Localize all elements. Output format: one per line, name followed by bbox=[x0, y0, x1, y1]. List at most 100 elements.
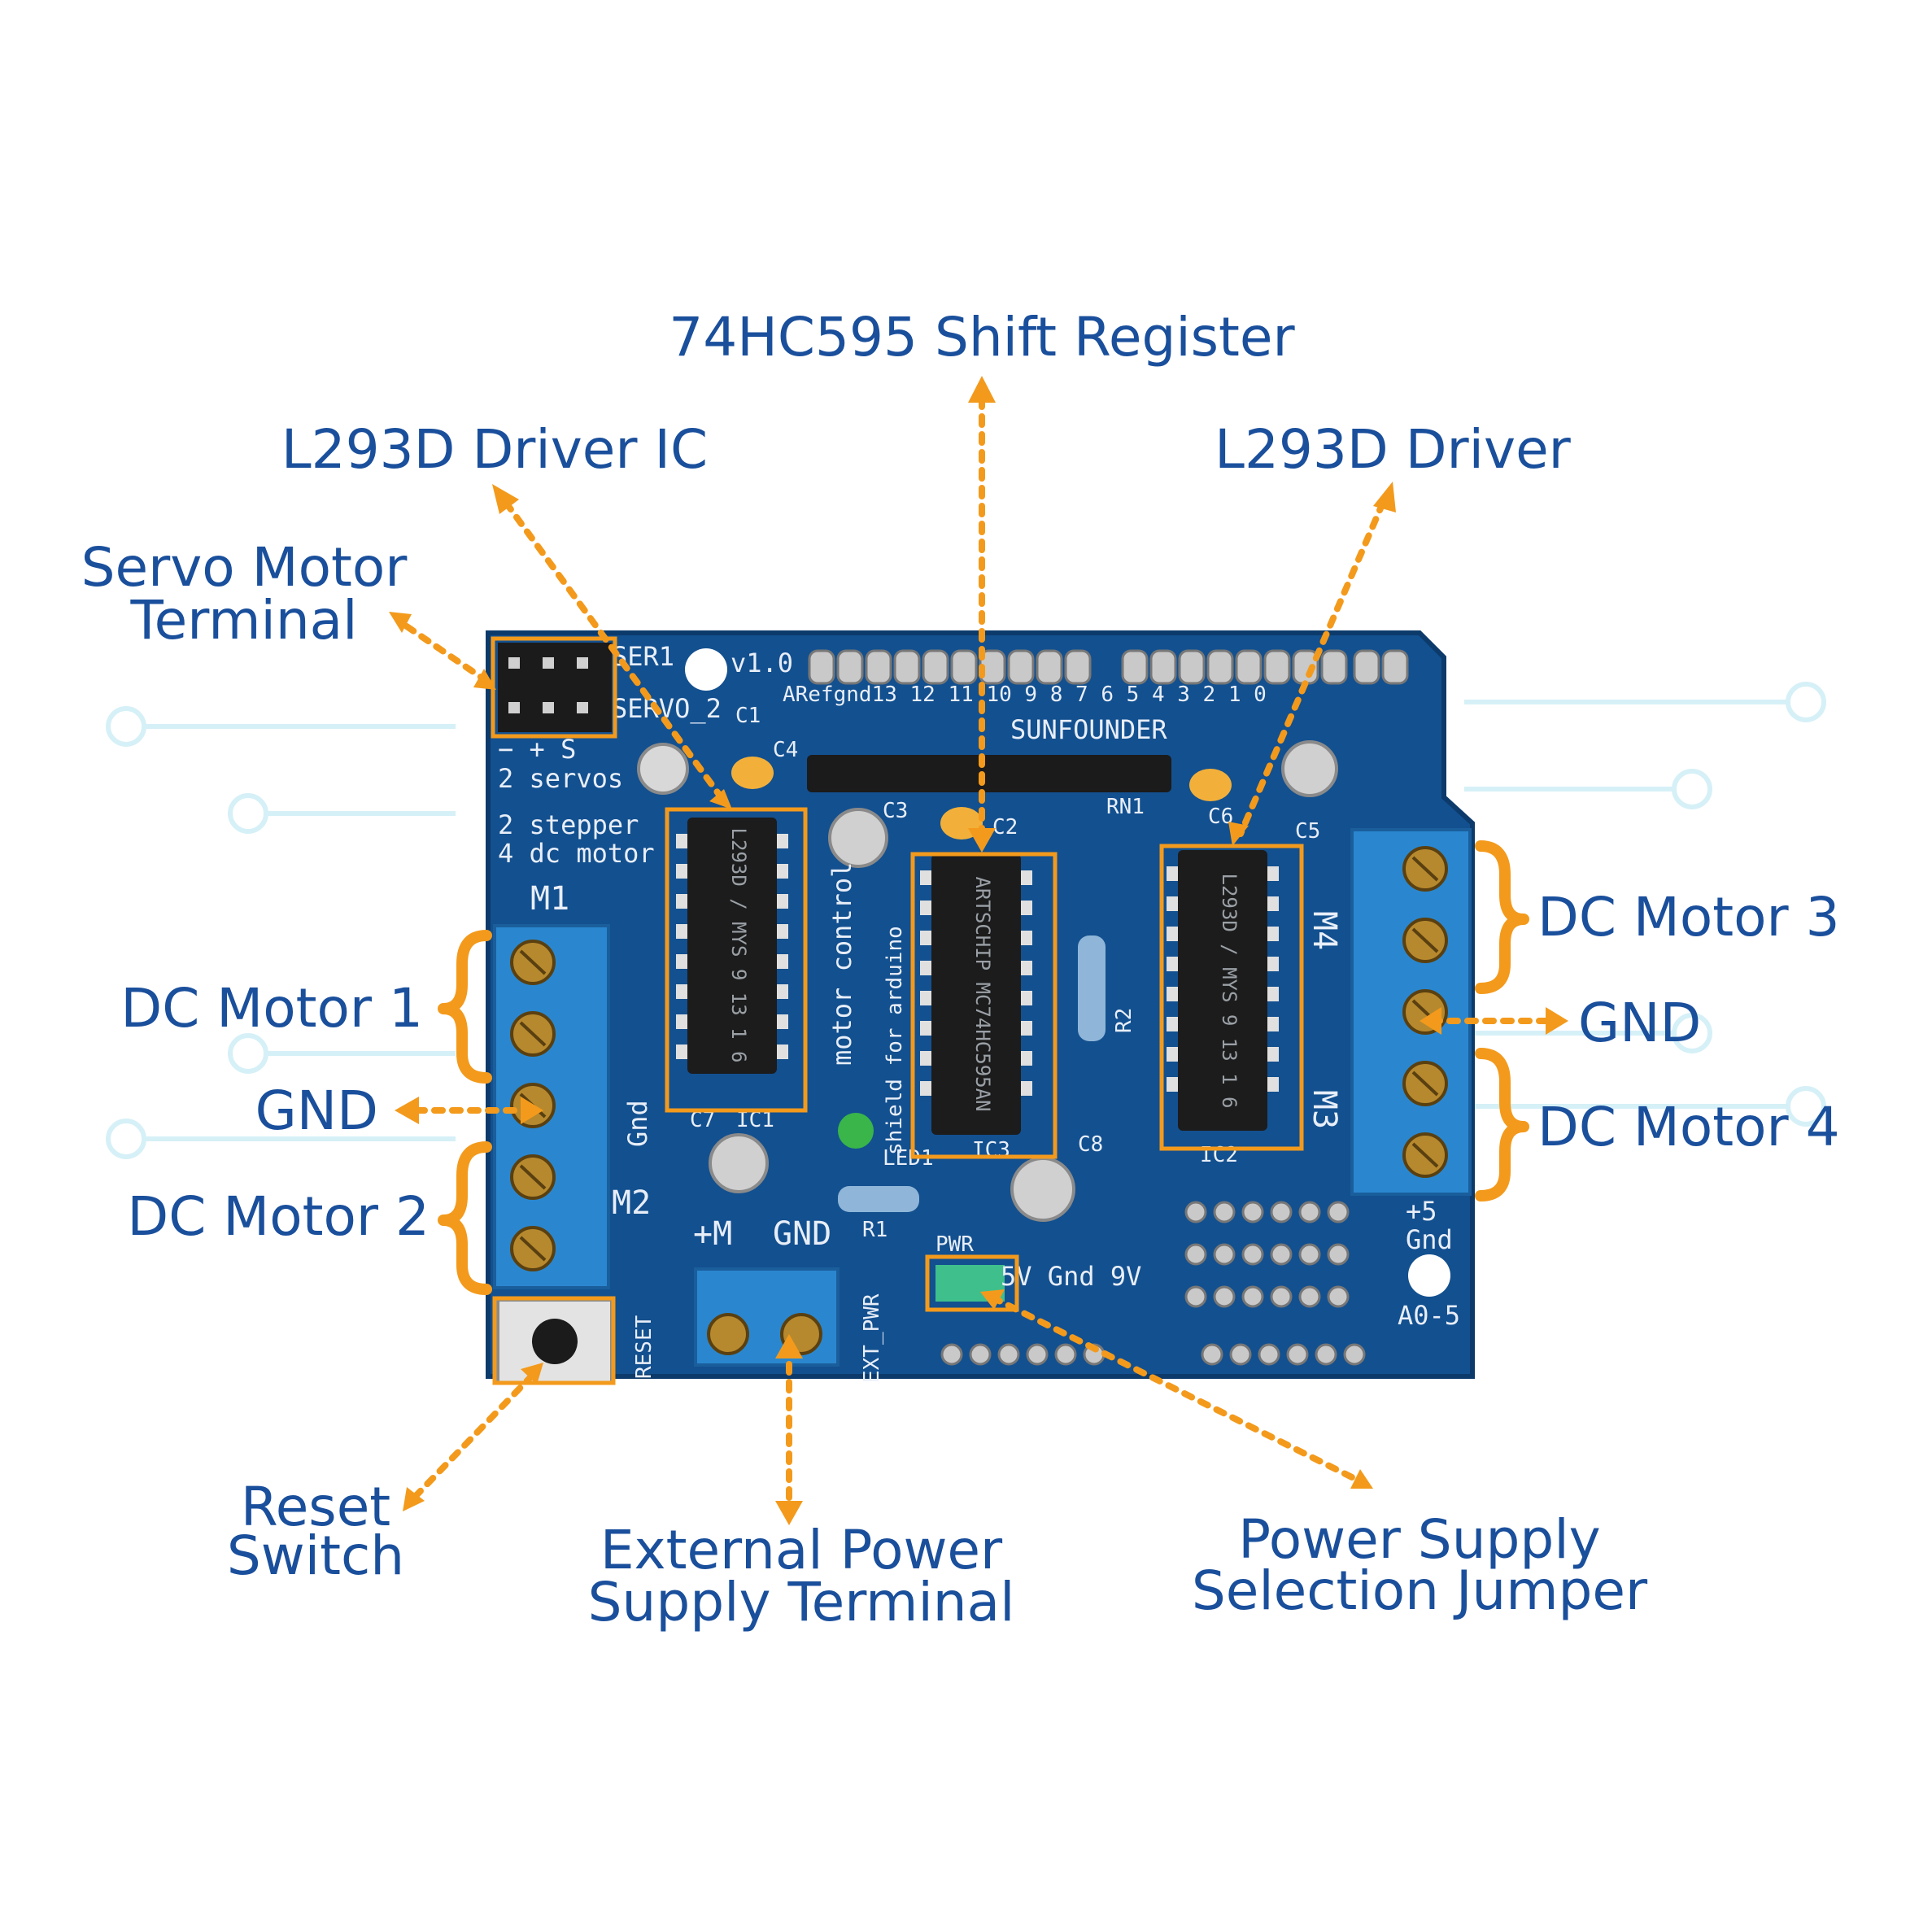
header-hole bbox=[1026, 1343, 1049, 1366]
arrow-driver-right bbox=[1237, 499, 1386, 837]
screw-slot bbox=[519, 1236, 547, 1262]
mounting-hole bbox=[1408, 1254, 1450, 1297]
header-pad bbox=[836, 649, 864, 685]
c4-label: C4 bbox=[773, 738, 798, 762]
gnd-small-label: Gnd bbox=[1406, 1224, 1453, 1255]
label-dc-motor-2: DC Motor 2 bbox=[127, 1185, 430, 1248]
left-terminal-block bbox=[493, 924, 610, 1289]
chip-pin bbox=[1021, 870, 1032, 885]
label-gnd-right: GND bbox=[1578, 992, 1701, 1054]
servos-label: 2 servos bbox=[498, 763, 623, 794]
screw-slot bbox=[1411, 1142, 1439, 1168]
label-shift-register: 74HC595 Shift Register bbox=[669, 306, 1295, 369]
resistors bbox=[838, 935, 1106, 1212]
chip-mid-74hc595: ARTSCHIP MC74HC595AN bbox=[931, 854, 1021, 1135]
c5-label: C5 bbox=[1295, 819, 1320, 844]
header-hole bbox=[1184, 1201, 1207, 1223]
chip-pin bbox=[1167, 896, 1178, 911]
header-pad bbox=[1121, 649, 1149, 685]
header-hole bbox=[1213, 1243, 1236, 1266]
arrow-jumper bbox=[989, 1294, 1362, 1484]
ext-pwr-label: EXT_PWR bbox=[860, 1293, 884, 1383]
chip-pin bbox=[777, 864, 788, 879]
chip-pin bbox=[920, 901, 931, 915]
servo-pin bbox=[543, 702, 554, 713]
header-hole bbox=[1327, 1201, 1350, 1223]
screw-slot bbox=[519, 1164, 547, 1190]
chip-pins bbox=[676, 834, 1279, 1096]
chip-pin bbox=[1267, 957, 1279, 971]
chip-pin bbox=[676, 954, 687, 969]
header-hole bbox=[1270, 1201, 1293, 1223]
screw-slot bbox=[1411, 1071, 1439, 1097]
jumper-options-label: 5V Gnd 9V bbox=[1001, 1261, 1141, 1292]
chip-pin bbox=[1021, 991, 1032, 1005]
header-pad bbox=[1206, 649, 1234, 685]
header-hole bbox=[1327, 1243, 1350, 1266]
servo-pin bbox=[508, 657, 520, 669]
label-dc-motor-1: DC Motor 1 bbox=[120, 977, 423, 1040]
c3-label: C3 bbox=[883, 799, 908, 823]
c1-label: C1 bbox=[735, 704, 761, 728]
chip-pin bbox=[777, 894, 788, 909]
a0-5-label: A0-5 bbox=[1398, 1300, 1460, 1331]
r2-label: R2 bbox=[1112, 1008, 1136, 1033]
label-jumper-line1: Power Supply bbox=[1238, 1508, 1600, 1571]
header-pad bbox=[1036, 649, 1063, 685]
header-hole bbox=[1201, 1343, 1223, 1366]
header-pad bbox=[1178, 649, 1206, 685]
chip-pin bbox=[1021, 1021, 1032, 1036]
chip-pin bbox=[777, 924, 788, 939]
reset-switch bbox=[496, 1298, 613, 1385]
callout-arrows bbox=[389, 376, 1568, 1525]
header-hole bbox=[997, 1343, 1020, 1366]
label-reset-line1: Reset bbox=[241, 1476, 390, 1538]
dc-motor-3-brace bbox=[1475, 840, 1529, 994]
stepper-label: 2 stepper bbox=[498, 809, 639, 840]
chip-pin bbox=[1167, 866, 1178, 881]
header-hole bbox=[1270, 1243, 1293, 1266]
chip-pin bbox=[777, 954, 788, 969]
chip-pin bbox=[920, 1051, 931, 1066]
chip-pin bbox=[676, 894, 687, 909]
svg-text:ARTSCHIP MC74HC595AN: ARTSCHIP MC74HC595AN bbox=[971, 877, 994, 1112]
screw-slot bbox=[519, 949, 547, 975]
chip-pin bbox=[1267, 866, 1279, 881]
chip-right-l293d: L293D / MYS 9 13 1 6 bbox=[1178, 850, 1267, 1131]
c2-label: C2 bbox=[992, 815, 1018, 840]
pin-header-labels: ARefgnd13 12 11 10 9 8 7 6 5 4 3 2 1 0 bbox=[783, 683, 1267, 707]
servo-polarity-label: − + S bbox=[498, 734, 576, 765]
chip-pin bbox=[676, 1014, 687, 1029]
mounting-hole bbox=[685, 648, 727, 691]
chip-pin bbox=[1167, 1077, 1178, 1092]
arrow-reset bbox=[412, 1372, 536, 1500]
header-hole bbox=[1327, 1285, 1350, 1308]
dc-motor-4-brace bbox=[1475, 1048, 1529, 1202]
chip-pin bbox=[1167, 1047, 1178, 1062]
label-ext-power-line2: Supply Terminal bbox=[588, 1571, 1015, 1633]
label-ext-power-line1: External Power bbox=[600, 1519, 1003, 1581]
header-hole bbox=[1241, 1201, 1264, 1223]
header-hole bbox=[1054, 1343, 1077, 1366]
label-dc-motor-4: DC Motor 4 bbox=[1537, 1096, 1840, 1158]
dc-motor-1-brace bbox=[438, 930, 492, 1084]
chip-pin bbox=[676, 834, 687, 848]
servo-header bbox=[498, 643, 612, 732]
label-servo-line2: Terminal bbox=[130, 589, 358, 652]
header-pad bbox=[1007, 649, 1035, 685]
arrow-servo bbox=[403, 623, 487, 683]
header-hole bbox=[1241, 1243, 1264, 1266]
header-hole bbox=[1343, 1343, 1366, 1366]
chip-pin bbox=[1021, 901, 1032, 915]
servo-pin bbox=[577, 702, 588, 713]
m2-label: M2 bbox=[612, 1184, 651, 1222]
servo-pin bbox=[577, 657, 588, 669]
led-green bbox=[838, 1113, 874, 1149]
header-hole bbox=[1184, 1243, 1207, 1266]
version-label: v1.0 bbox=[730, 648, 793, 678]
servo-pin bbox=[508, 702, 520, 713]
chip-pin bbox=[1021, 931, 1032, 945]
rn1-label: RN1 bbox=[1106, 795, 1145, 819]
header-hole bbox=[1184, 1285, 1207, 1308]
chip-pin bbox=[920, 991, 931, 1005]
